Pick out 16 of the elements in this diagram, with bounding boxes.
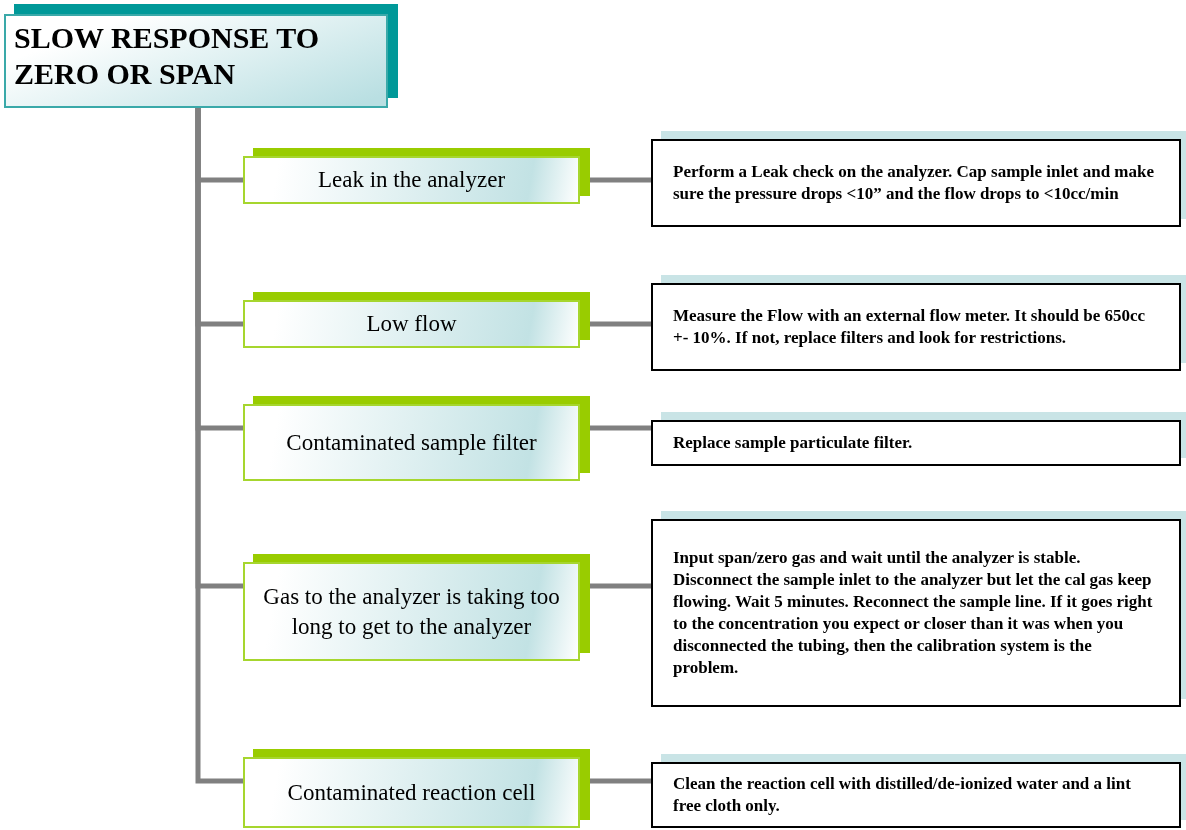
solution-text: Replace sample particulate filter. [673,432,913,454]
solution-text: Perform a Leak check on the analyzer. Cap sample inlet and make sure the pressure drops <10” and the flow drops to <10cc/min [673,161,1155,205]
connector-line [590,583,651,589]
cause-text: Contaminated sample filter [286,428,537,457]
solution-text: Clean the reaction cell with distilled/de-ionized water and a lint free cloth only. [673,773,1132,817]
cause-text: Leak in the analyzer [317,166,506,194]
connector-line [590,778,651,784]
connector-line [590,177,651,183]
cause-text: Gas to the analyzer is taking too long to get to the analyzer [262,582,561,641]
connector-line [590,321,651,327]
connector-line [590,425,651,431]
cause-text: Contaminated reaction cell [287,778,536,807]
solution-text: Measure the Flow with an external flow meter. It should be 650cc +- 10%. If not, replace filters and look for restrictions. [673,305,1147,349]
title-text: SLOW RESPONSE TO ZERO OR SPAN [14,21,320,90]
cause-text: Low flow [366,310,457,338]
solution-text: Input span/zero gas and wait until the analyzer is stable. Disconnect the sample inlet to the analyzer but let the cal gas keep flowing. Wait 5 minutes. Reconnect the sample line. If it goes right to the concentration you expect or closer than it was when you disconnected the tubing, then the calibration system is the problem. [673,547,1154,679]
